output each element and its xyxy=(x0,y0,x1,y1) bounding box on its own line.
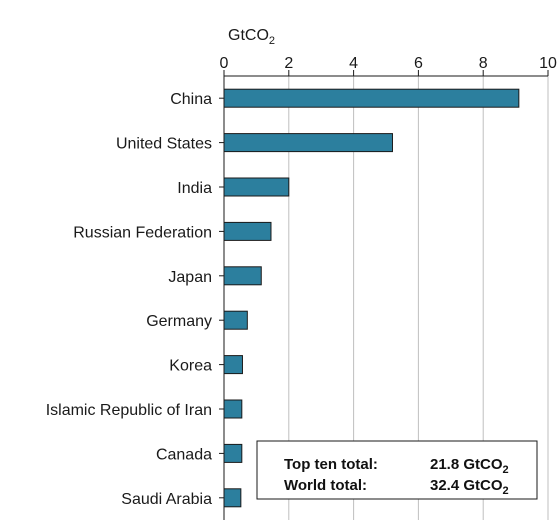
bar xyxy=(223,488,242,508)
world-total-label: World total: xyxy=(284,477,367,494)
x-tick-label: 4 xyxy=(349,55,358,72)
category-label: Canada xyxy=(156,446,212,463)
category-label: China xyxy=(170,91,212,108)
world-total-value: 32.4 GtCO2 xyxy=(430,477,509,497)
x-tick-labels: 0 2 4 6 8 10 xyxy=(220,55,557,72)
x-tick-label: 8 xyxy=(479,55,488,72)
top-ten-total-value: 21.8 GtCO2 xyxy=(430,456,509,476)
bar xyxy=(223,443,243,463)
category-label: Russian Federation xyxy=(73,224,212,241)
x-tick-label: 6 xyxy=(414,55,423,72)
bar xyxy=(223,88,520,108)
category-label: Korea xyxy=(169,358,212,375)
bar xyxy=(223,399,243,419)
totals-annotation: Top ten total: 21.8 GtCO2 World total: 3… xyxy=(256,440,538,500)
axis-unit-label: GtCO2 xyxy=(228,27,275,47)
x-tick-label: 0 xyxy=(220,55,229,72)
top-ten-total-label: Top ten total: xyxy=(284,456,378,473)
category-label: Islamic Republic of Iran xyxy=(46,402,212,419)
axes xyxy=(219,70,549,520)
x-tick-label: 10 xyxy=(539,55,557,72)
category-label: India xyxy=(177,180,212,197)
bar xyxy=(223,266,262,286)
bar xyxy=(223,177,290,197)
category-label: Germany xyxy=(146,313,212,330)
bar xyxy=(223,310,248,330)
bar xyxy=(223,221,272,241)
bars xyxy=(223,88,520,508)
category-label: United States xyxy=(116,136,212,153)
category-label: Saudi Arabia xyxy=(121,491,212,508)
x-tick-label: 2 xyxy=(284,55,293,72)
bar xyxy=(223,133,393,153)
bar xyxy=(223,355,243,375)
category-label: Japan xyxy=(168,269,212,286)
totals-box xyxy=(256,440,538,500)
